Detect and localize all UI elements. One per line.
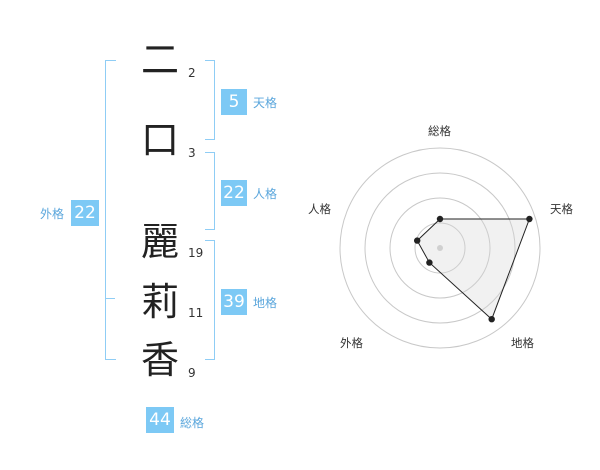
stroke-count-1: 2 (188, 66, 196, 80)
jinkaku-label: 人格 (253, 187, 278, 201)
chikaku-label: 地格 (253, 296, 278, 310)
name-char-4: 莉 (140, 280, 179, 324)
tenkaku-bracket (205, 60, 215, 140)
radar-axis-label-soukaku: 総格 (428, 124, 451, 138)
gaikaku-bracket (105, 60, 116, 360)
name-char-2: 口 (140, 118, 179, 162)
name-char-1: 二 (140, 38, 179, 82)
radar-ring (414, 222, 466, 274)
radar-center-dot (437, 245, 443, 251)
gaikaku-bracket-inner-tick (105, 298, 115, 299)
soukaku-value-badge: 44 (146, 407, 174, 433)
radar-axis-label-tenkaku: 天格 (550, 202, 573, 216)
soukaku-label: 総格 (180, 416, 205, 430)
stroke-count-5: 9 (188, 366, 196, 380)
chikaku-value-badge: 39 (221, 289, 247, 315)
radar-point-5 (414, 237, 421, 244)
jinkaku-value-badge: 22 (221, 180, 247, 206)
jinkaku-bracket (205, 152, 215, 230)
tenkaku-value-badge: 5 (221, 89, 247, 115)
radar-point-1 (436, 215, 444, 223)
chikaku-bracket (205, 240, 215, 360)
name-char-5: 香 (140, 338, 179, 382)
radar-axis-label-chikaku: 地格 (511, 336, 534, 350)
tenkaku-label: 天格 (253, 96, 278, 110)
radar-ring (339, 147, 541, 349)
stroke-count-3: 19 (188, 246, 204, 260)
stroke-count-4: 11 (188, 306, 204, 320)
radar-point-4 (426, 259, 433, 266)
radar-point-3 (488, 316, 495, 323)
radar-series-area (416, 218, 531, 321)
name-char-3: 麗 (140, 220, 179, 264)
stroke-count-2: 3 (188, 146, 196, 160)
gaikaku-label: 外格 (40, 207, 65, 221)
radar-point-2 (526, 215, 533, 223)
radar-ring (389, 197, 491, 299)
radar-axis-label-gaikaku: 外格 (340, 336, 363, 350)
radar-ring (364, 172, 516, 324)
gaikaku-value-badge: 22 (71, 200, 99, 226)
radar-axis-label-jinkaku: 人格 (308, 202, 331, 216)
